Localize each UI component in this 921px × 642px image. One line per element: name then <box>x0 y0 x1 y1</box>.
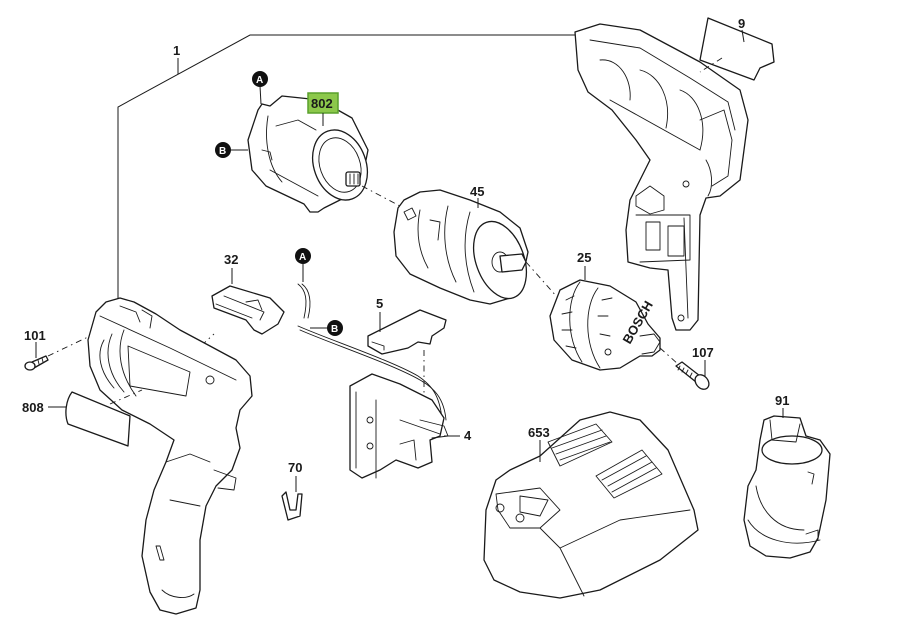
motor-802[interactable] <box>247 95 377 213</box>
gearbox-45[interactable] <box>393 189 536 306</box>
part-label-91[interactable]: 91 <box>775 393 789 408</box>
part-label-25[interactable]: 25 <box>577 250 591 265</box>
part-label-653[interactable]: 653 <box>528 425 550 440</box>
battery-pack-91[interactable] <box>743 415 831 559</box>
part-label-101[interactable]: 101 <box>24 328 46 343</box>
part-label-808[interactable]: 808 <box>22 400 44 415</box>
marker-B-motor: B <box>215 142 248 158</box>
part-label-107[interactable]: 107 <box>692 345 714 360</box>
part-label-9[interactable]: 9 <box>738 16 745 31</box>
svg-text:B: B <box>219 146 226 157</box>
part-label-70[interactable]: 70 <box>288 460 302 475</box>
part-label-45[interactable]: 45 <box>470 184 484 199</box>
part-label-5[interactable]: 5 <box>376 296 383 311</box>
keyless-chuck-25[interactable] <box>549 279 661 371</box>
label-part-9[interactable] <box>699 17 775 81</box>
clip-70[interactable] <box>281 491 303 521</box>
marker-A-motor: A <box>252 71 268 105</box>
svg-text:A: A <box>256 75 263 86</box>
screw-101[interactable] <box>24 355 49 371</box>
housing-right-half[interactable] <box>574 23 749 331</box>
svg-text:B: B <box>331 324 338 335</box>
nameplate-808[interactable] <box>65 389 143 447</box>
motor-wires[interactable] <box>297 283 447 421</box>
screw-107[interactable] <box>675 361 712 392</box>
leader-9 <box>741 29 745 43</box>
direction-slider-32[interactable] <box>211 285 285 335</box>
chuck-axis-line <box>659 347 679 365</box>
part-label-802-highlight[interactable]: 802 <box>307 92 339 126</box>
charger-653[interactable] <box>483 411 699 599</box>
motor-axis-line <box>361 185 401 207</box>
part-label-4[interactable]: 4 <box>464 428 472 443</box>
switch-4[interactable] <box>349 373 449 479</box>
part-label-32[interactable]: 32 <box>224 252 238 267</box>
part-label-1[interactable]: 1 <box>173 43 180 58</box>
marker-B-wire: B <box>310 320 343 336</box>
gearbox-axis-line <box>525 261 559 299</box>
led-cover-5[interactable] <box>367 309 447 355</box>
svg-text:A: A <box>299 252 306 263</box>
screw-axis-line <box>47 335 91 357</box>
housing-set-leader <box>117 34 575 320</box>
part-label-802[interactable]: 802 <box>311 96 333 111</box>
nameplate-axis-line <box>109 389 143 405</box>
marker-A-wire: A <box>295 248 311 282</box>
housing-left-half[interactable] <box>87 297 253 615</box>
